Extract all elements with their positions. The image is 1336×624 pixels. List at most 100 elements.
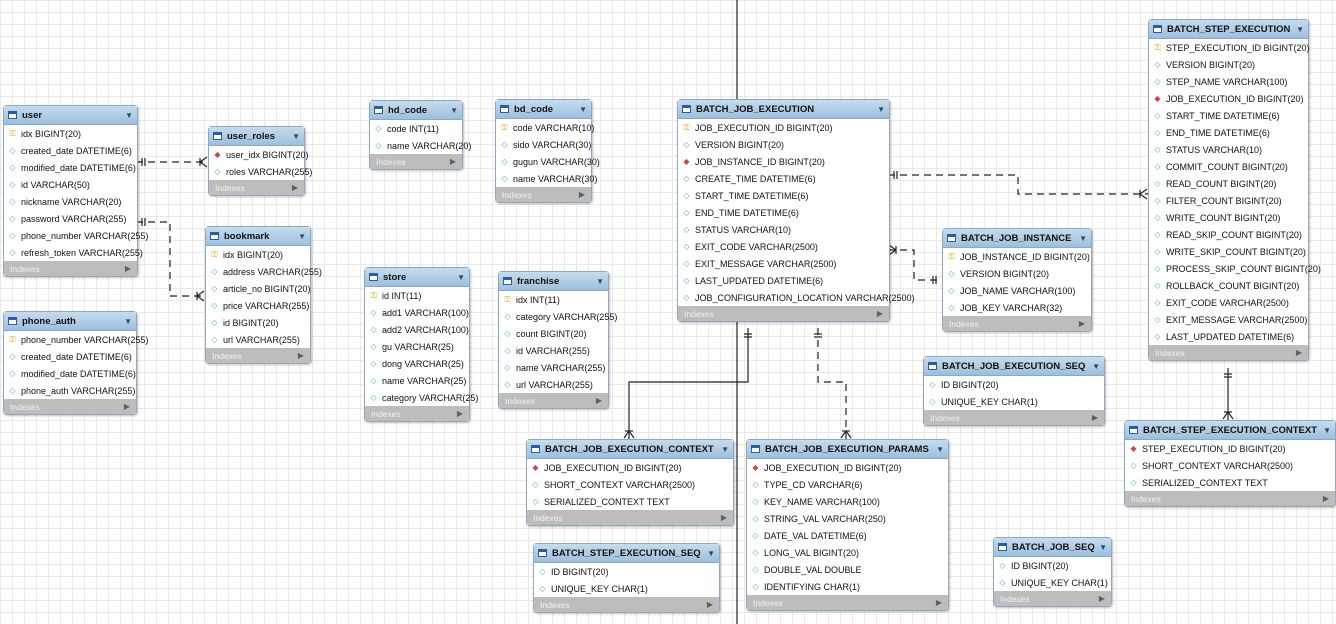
column-row[interactable]: ◇LONG_VAL BIGINT(20) (747, 544, 948, 561)
column-row[interactable]: ◇phone_number VARCHAR(255) (4, 227, 148, 244)
collapse-arrow-icon[interactable]: ▼ (877, 104, 885, 114)
column-row[interactable]: ◇id VARCHAR(255) (499, 342, 608, 359)
column-row[interactable]: ◇CREATE_TIME DATETIME(6) (678, 170, 889, 187)
column-row[interactable]: ◇password VARCHAR(255) (4, 210, 137, 227)
collapse-arrow-icon[interactable]: ▼ (124, 316, 132, 326)
column-row[interactable]: ◇LAST_UPDATED DATETIME(6) (1149, 328, 1308, 345)
indexes-footer[interactable]: Indexes▶ (365, 406, 469, 421)
column-row[interactable]: ◇created_date DATETIME(6) (4, 142, 137, 159)
indexes-footer[interactable]: Indexes▶ (994, 591, 1111, 606)
column-row[interactable]: ◇START_TIME DATETIME(6) (678, 187, 889, 204)
column-row[interactable]: ◆user_idx BIGINT(20) (209, 146, 308, 163)
table-store[interactable]: store▼⚿id INT(11)◇add1 VARCHAR(100)◇add2… (364, 267, 478, 422)
column-row[interactable]: ◇price VARCHAR(255) (206, 297, 310, 314)
collapse-arrow-icon[interactable]: ▼ (1099, 542, 1107, 552)
collapse-arrow-icon[interactable]: ▼ (292, 131, 300, 141)
relationship-bje-bjep[interactable] (817, 328, 847, 439)
expand-arrow-icon[interactable]: ▶ (1078, 319, 1085, 328)
column-row[interactable]: ◇created_date DATETIME(6) (4, 348, 136, 365)
table-phone-auth[interactable]: phone_auth▼⚿phone_number VARCHAR(255)◇cr… (3, 311, 148, 415)
column-row[interactable]: ◇EXIT_CODE VARCHAR(2500) (678, 238, 889, 255)
column-row[interactable]: ◇STEP_NAME VARCHAR(100) (1149, 73, 1308, 90)
column-row[interactable]: ◆JOB_EXECUTION_ID BIGINT(20) (1149, 90, 1308, 107)
column-row[interactable]: ◇add2 VARCHAR(100) (365, 321, 469, 338)
column-row[interactable]: ⚿code VARCHAR(10) (496, 119, 594, 136)
expand-arrow-icon[interactable]: ▶ (1091, 413, 1098, 422)
column-row[interactable]: ⚿STEP_EXECUTION_ID BIGINT(20) (1149, 39, 1309, 56)
column-row[interactable]: ◆STEP_EXECUTION_ID BIGINT(20) (1125, 440, 1335, 457)
column-row[interactable]: ◇ID BIGINT(20) (924, 376, 1104, 393)
collapse-arrow-icon[interactable]: ▼ (936, 444, 944, 454)
relationship-bje-bji[interactable] (888, 249, 942, 281)
column-row[interactable]: ◇UNIQUE_KEY CHAR(1) (534, 580, 719, 597)
column-row[interactable]: ◇ROLLBACK_COUNT BIGINT(20) (1149, 277, 1308, 294)
table-bjes[interactable]: BATCH_JOB_EXECUTION_SEQ▼◇ID BIGINT(20)◇U… (923, 356, 1105, 426)
expand-arrow-icon[interactable]: ▶ (876, 309, 883, 318)
table-header[interactable]: BATCH_JOB_EXECUTION▼ (678, 100, 889, 119)
table-bse[interactable]: BATCH_STEP_EXECUTION▼⚿STEP_EXECUTION_ID … (1148, 19, 1321, 361)
column-row[interactable]: ◆JOB_EXECUTION_ID BIGINT(20) (747, 459, 948, 476)
column-row[interactable]: ◇UNIQUE_KEY CHAR(1) (924, 393, 1104, 410)
collapse-arrow-icon[interactable]: ▼ (596, 276, 604, 286)
table-user[interactable]: user▼⚿idx BIGINT(20)◇created_date DATETI… (3, 105, 148, 277)
indexes-footer[interactable]: Indexes▶ (527, 510, 733, 525)
expand-arrow-icon[interactable]: ▶ (1322, 494, 1329, 503)
column-row[interactable]: ◇ID BIGINT(20) (534, 563, 719, 580)
collapse-arrow-icon[interactable]: ▼ (1079, 233, 1087, 243)
table-header[interactable]: bd_code▼ (496, 100, 591, 119)
column-row[interactable]: ◇refresh_token VARCHAR(255) (4, 244, 142, 261)
column-row[interactable]: ◇READ_COUNT BIGINT(20) (1149, 175, 1308, 192)
column-row[interactable]: ◇JOB_KEY VARCHAR(32) (943, 299, 1091, 316)
column-row[interactable]: ◇COMMIT_COUNT BIGINT(20) (1149, 158, 1308, 175)
column-row[interactable]: ◇roles VARCHAR(255) (209, 163, 312, 180)
table-header[interactable]: BATCH_JOB_SEQ▼ (994, 538, 1111, 557)
column-row[interactable]: ◇EXIT_MESSAGE VARCHAR(2500) (1149, 311, 1308, 328)
column-row[interactable]: ◇EXIT_CODE VARCHAR(2500) (1149, 294, 1308, 311)
table-bses[interactable]: BATCH_STEP_EXECUTION_SEQ▼◇ID BIGINT(20)◇… (533, 543, 720, 613)
table-header[interactable]: bookmark▼ (206, 227, 310, 246)
collapse-arrow-icon[interactable]: ▼ (707, 548, 715, 558)
expand-arrow-icon[interactable]: ▶ (720, 513, 727, 522)
column-row[interactable]: ◆JOB_INSTANCE_ID BIGINT(20) (678, 153, 889, 170)
column-row[interactable]: ◇name VARCHAR(255) (499, 359, 608, 376)
collapse-arrow-icon[interactable]: ▼ (125, 110, 133, 120)
expand-arrow-icon[interactable]: ▶ (124, 264, 131, 273)
table-header[interactable]: BATCH_JOB_EXECUTION_PARAMS▼ (747, 440, 948, 459)
column-row[interactable]: ⚿JOB_EXECUTION_ID BIGINT(20) (678, 119, 889, 136)
column-row[interactable]: ◇READ_SKIP_COUNT BIGINT(20) (1149, 226, 1308, 243)
column-row[interactable]: ◇name VARCHAR(25) (365, 372, 469, 389)
column-row[interactable]: ◇dong VARCHAR(25) (365, 355, 469, 372)
column-row[interactable]: ◇DATE_VAL DATETIME(6) (747, 527, 948, 544)
column-row[interactable]: ◇LAST_UPDATED DATETIME(6) (678, 272, 889, 289)
column-row[interactable]: ◇DOUBLE_VAL DOUBLE (747, 561, 948, 578)
expand-arrow-icon[interactable]: ▶ (1295, 348, 1302, 357)
table-header[interactable]: BATCH_JOB_INSTANCE▼ (943, 229, 1091, 248)
collapse-arrow-icon[interactable]: ▼ (1323, 425, 1331, 435)
indexes-footer[interactable]: Indexes▶ (499, 393, 608, 408)
expand-arrow-icon[interactable]: ▶ (449, 157, 456, 166)
column-row[interactable]: ◇WRITE_SKIP_COUNT BIGINT(20) (1149, 243, 1308, 260)
expand-arrow-icon[interactable]: ▶ (578, 190, 585, 199)
expand-arrow-icon[interactable]: ▶ (706, 600, 713, 609)
column-row[interactable]: ◇nickname VARCHAR(20) (4, 193, 137, 210)
column-row[interactable]: ◇gu VARCHAR(25) (365, 338, 469, 355)
table-bji[interactable]: BATCH_JOB_INSTANCE▼⚿JOB_INSTANCE_ID BIGI… (942, 228, 1092, 332)
indexes-footer[interactable]: Indexes▶ (534, 597, 719, 612)
indexes-footer[interactable]: Indexes▶ (206, 348, 310, 363)
indexes-footer[interactable]: Indexes▶ (943, 316, 1091, 331)
table-hd-code[interactable]: hd_code▼◇code INT(11)◇name VARCHAR(20)In… (369, 100, 471, 170)
column-row[interactable]: ◇url VARCHAR(255) (499, 376, 608, 393)
column-row[interactable]: ◇VERSION BIGINT(20) (943, 265, 1091, 282)
column-row[interactable]: ◇UNIQUE_KEY CHAR(1) (994, 574, 1111, 591)
column-row[interactable]: ◇START_TIME DATETIME(6) (1149, 107, 1308, 124)
column-row[interactable]: ◇KEY_NAME VARCHAR(100) (747, 493, 948, 510)
column-row[interactable]: ◇STATUS VARCHAR(10) (1149, 141, 1308, 158)
collapse-arrow-icon[interactable]: ▼ (1296, 24, 1304, 34)
column-row[interactable]: ⚿idx BIGINT(20) (206, 246, 310, 263)
relationship-bje-bjec[interactable] (628, 328, 749, 439)
table-header[interactable]: BATCH_JOB_EXECUTION_SEQ▼ (924, 357, 1104, 376)
table-bd-code[interactable]: bd_code▼⚿code VARCHAR(10)◇sido VARCHAR(3… (495, 99, 600, 203)
column-row[interactable]: ◇IDENTIFYING CHAR(1) (747, 578, 948, 595)
column-row[interactable]: ◇END_TIME DATETIME(6) (678, 204, 889, 221)
column-row[interactable]: ◇JOB_NAME VARCHAR(100) (943, 282, 1091, 299)
